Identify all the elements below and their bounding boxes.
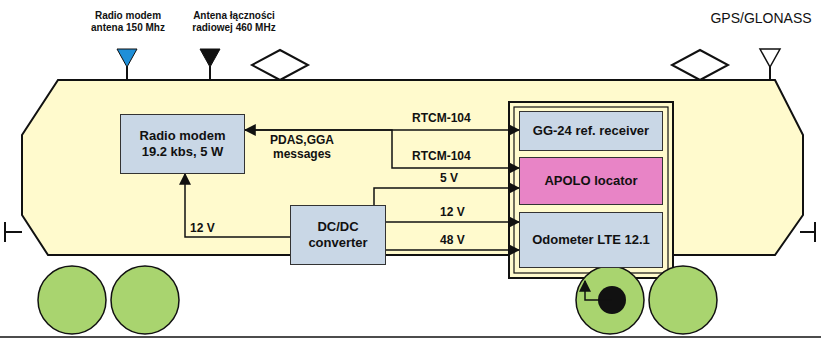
locomotive-body [22, 80, 803, 255]
buffer [4, 222, 6, 242]
buffer [800, 231, 815, 233]
pantograph [672, 50, 728, 80]
connector [374, 188, 519, 205]
signal-label: RTCM-104 [412, 150, 471, 164]
wheel [649, 266, 717, 334]
buffer [5, 231, 22, 233]
antenna-label: Radio modem antena 150 Mhz [78, 10, 178, 33]
message-label: PDAS,GGA messages [252, 134, 352, 162]
box-text: DC/DC converter [297, 219, 379, 250]
signal-label: RTCM-104 [412, 112, 471, 126]
sensor-link [585, 281, 612, 300]
connector [386, 221, 519, 223]
equipment-rack-inner [514, 107, 668, 273]
buffer [814, 222, 816, 242]
antenna-mast [126, 66, 128, 80]
box-text: Radio modem 19.2 kbs, 5 W [127, 128, 238, 159]
box-text: Odometer LTE 12.1 [532, 232, 650, 248]
odometer-box: Odometer LTE 12.1 [519, 212, 663, 268]
radio-modem-box: Radio modem 19.2 kbs, 5 W [120, 114, 245, 174]
antenna-150mhz [117, 49, 137, 67]
wheel [38, 266, 106, 334]
gps-antenna [760, 49, 780, 67]
antenna-460mhz [200, 49, 220, 67]
antenna-label: Antena łączności radiowej 460 MHz [178, 10, 290, 33]
wheel [576, 266, 644, 334]
locator-box: APOLO locator [519, 157, 663, 205]
connector [185, 174, 290, 237]
connector [245, 130, 519, 168]
box-text: APOLO locator [544, 173, 637, 189]
voltage-label: 12 V [440, 206, 465, 220]
rail-line [0, 336, 821, 338]
pantograph [252, 50, 308, 80]
voltage-label: 5 V [440, 172, 458, 186]
converter-box: DC/DC converter [290, 205, 386, 265]
box-text: GG-24 ref. receiver [533, 123, 649, 139]
equipment-rack [509, 102, 673, 278]
voltage-label: 48 V [440, 234, 465, 248]
receiver-box: GG-24 ref. receiver [519, 111, 663, 151]
gps-label: GPS/GLONASS [706, 10, 816, 26]
wheel [111, 266, 179, 334]
antenna-mast [209, 66, 211, 80]
voltage-label: 12 V [190, 222, 215, 236]
connector [386, 249, 519, 251]
